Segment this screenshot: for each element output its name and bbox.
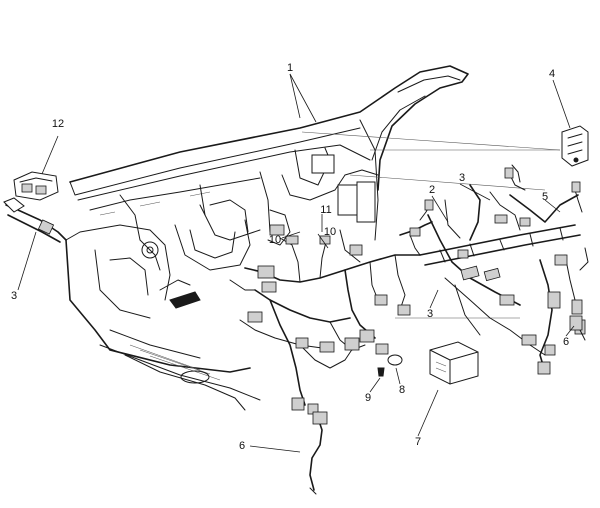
callout-6-lower: 6 xyxy=(239,440,245,452)
callout-6-right: 6 xyxy=(563,336,569,348)
reference-lines xyxy=(301,131,561,319)
callout-8: 8 xyxy=(399,384,405,396)
part-3-left-harness xyxy=(3,197,67,243)
part-6-lower-harness xyxy=(309,411,328,495)
callout-3-center: 3 xyxy=(427,308,433,320)
callout-10-left: 10 xyxy=(269,234,281,246)
instrument-panel-harness xyxy=(419,164,589,375)
callout-3-left: 3 xyxy=(11,290,17,302)
body-structure xyxy=(65,65,469,411)
body-harness xyxy=(229,199,434,415)
callout-2: 2 xyxy=(429,184,435,196)
callout-7: 7 xyxy=(415,436,421,448)
callout-11: 11 xyxy=(320,204,331,216)
part-4-module xyxy=(561,125,589,167)
callout-labels: 1 2 3 3 3 4 5 6 6 7 8 9 10 10 11 12 xyxy=(11,62,569,452)
callout-3-upper: 3 xyxy=(459,172,465,184)
callout-5: 5 xyxy=(542,191,548,203)
callout-12: 12 xyxy=(52,118,64,130)
callout-10-right: 10 xyxy=(324,226,336,238)
part-12-bracket xyxy=(13,171,59,201)
part-7-module xyxy=(429,341,479,385)
part-8-grommet xyxy=(387,354,403,366)
callout-1: 1 xyxy=(287,62,293,74)
part-6-right-harness xyxy=(569,315,586,341)
callout-4: 4 xyxy=(549,68,555,80)
callout-leaders xyxy=(17,73,575,453)
part-9-fastener xyxy=(375,343,389,377)
callout-9: 9 xyxy=(365,392,371,404)
